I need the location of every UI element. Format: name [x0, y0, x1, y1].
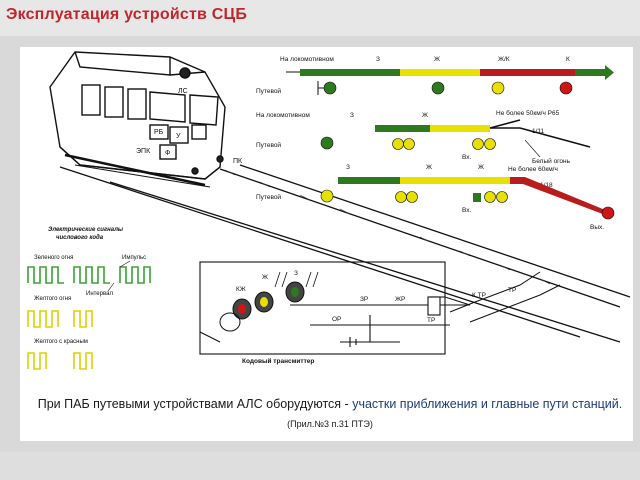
track-label-tr: ТР — [508, 287, 516, 294]
code-green-wave — [27, 266, 151, 284]
lamp-z-green — [291, 287, 299, 297]
circuit-frame — [199, 261, 446, 355]
code-signals: Электрические сигналы числового кода Зел… — [27, 227, 151, 370]
locomotive-labels: ЛС РБ ЭПК У Ф ПК — [136, 88, 243, 165]
row1-green-section — [300, 69, 400, 76]
caption-main: При ПАБ путевыми устройствами АЛС оборуд… — [37, 397, 353, 411]
code-interval-label: Интервал — [86, 291, 113, 297]
row1-code-zhk: Ж/К — [498, 56, 510, 63]
code-yellowred-wave — [27, 352, 93, 370]
row2-signal-green — [320, 136, 334, 150]
u-label: У — [176, 133, 181, 140]
code-yellowred-label: Желтого с красным — [34, 339, 88, 345]
caption-highlight: участки приближения и главные пути станц… — [352, 397, 623, 411]
row3-switch-mark: 1/18 — [540, 182, 553, 189]
row3-code-z: З — [346, 164, 350, 171]
circuit-labels: КЖ Ж З ЗР ЖР ОР ТР К ТР ТР Кодовый транс… — [236, 270, 516, 365]
row3-signal-yellow-a — [395, 191, 407, 203]
row2-white-light: Белый огонь — [532, 157, 571, 165]
code-green-label: Зеленого огня — [34, 255, 73, 261]
relay-label-zhr: ЖР — [395, 296, 405, 303]
epk-label: ЭПК — [136, 148, 151, 155]
row1-code-zh: Ж — [434, 56, 440, 63]
row2-signal-yellow-b — [403, 138, 415, 150]
row1-loco-label: На локомотивном — [280, 56, 334, 63]
row2-switch-mark: 1/11 — [532, 128, 545, 135]
row3-track-label: Путевой — [256, 193, 281, 201]
row1-signal-yellow — [491, 81, 505, 95]
row3-signal-red — [601, 206, 615, 220]
ls-label: ЛС — [178, 88, 188, 95]
row2-loco-label: На локомотивном — [256, 112, 310, 119]
code-title-1: Электрические сигналы — [48, 227, 124, 233]
caption: При ПАБ путевыми устройствами АЛС оборуд… — [32, 395, 628, 433]
f-label: Ф — [165, 150, 170, 157]
row1-arrow — [605, 65, 614, 80]
row1-code-z: З — [376, 56, 380, 63]
row3-code-zh2: Ж — [478, 164, 484, 171]
row2-speed-note: Не более 50км/ч Р65 — [496, 109, 560, 117]
row3-yellow-section — [400, 177, 510, 184]
row3-code-zh: Ж — [426, 164, 432, 171]
als-diagram: ЛС РБ ЭПК У Ф ПК На локомотивном Путевой… — [27, 51, 631, 370]
row2-yellow-section — [430, 125, 490, 132]
page-title: Эксплуатация устройств СЦБ — [6, 6, 248, 23]
rb-label: РБ — [154, 129, 164, 136]
lamp-label-kzh: КЖ — [236, 286, 246, 293]
row2-signal-yellow-c — [472, 138, 484, 150]
row2-green-section — [375, 125, 430, 132]
motor-coil — [219, 312, 241, 332]
footer-bar — [0, 452, 640, 480]
row3-speed-note: Не более 60км/ч — [508, 165, 558, 173]
row3-signal-green-square — [473, 193, 481, 202]
track-label-ktr: К ТР — [472, 292, 486, 299]
code-impulse-label: Импульс — [122, 255, 146, 261]
row3-signal-yellow — [320, 189, 334, 203]
transmitter-label: Кодовый трансмиттер — [242, 357, 314, 365]
row3-red-branch — [510, 177, 610, 216]
code-title-2: числового кода — [56, 235, 104, 241]
row3-green-section — [338, 177, 400, 184]
code-yellow-label: Желтого огня — [34, 296, 71, 302]
row1-red-section — [530, 69, 575, 76]
row3-exit: Вых. — [590, 224, 604, 231]
lamp-zh-yellow — [260, 297, 268, 307]
caption-ref: (Прил.№3 п.31 ПТЭ) — [287, 419, 373, 429]
row1-signal-green — [323, 81, 337, 95]
locomotive-drawing — [49, 51, 226, 188]
code-circuit — [199, 261, 561, 355]
relay-label-tr: ТР — [427, 317, 435, 324]
row1-code-k: К — [566, 56, 570, 63]
lamp-kzh-red — [238, 304, 246, 314]
row2-code-zh: Ж — [422, 112, 428, 119]
row2-entry: Вх. — [462, 154, 472, 161]
row3-entry: Вх. — [462, 207, 472, 214]
row1-signal-green2 — [431, 81, 445, 95]
lamp-label-zh: Ж — [262, 274, 268, 281]
header-bar: Эксплуатация устройств СЦБ — [0, 0, 640, 36]
lamp-label-z: З — [294, 270, 298, 277]
relay-label-or: ОР — [332, 316, 341, 323]
row2-track-label: Путевой — [256, 141, 281, 149]
row3-signal-yellow-c — [484, 191, 496, 203]
row1-yellow-section — [400, 69, 480, 76]
circuit-lamps — [219, 281, 305, 332]
row1-signal-red — [559, 81, 573, 95]
row3-signal-yellow-b — [406, 191, 418, 203]
row2-signal-yellow-a — [392, 138, 404, 150]
row1-green-end — [575, 69, 605, 76]
relay-label-zr: ЗР — [360, 296, 368, 303]
row1-yellowred-section — [480, 69, 530, 76]
row3-signal-yellow-d — [496, 191, 508, 203]
row2-signal-yellow-d — [484, 138, 496, 150]
code-yellow-wave — [27, 310, 93, 328]
pk-label: ПК — [233, 158, 243, 165]
row2-code-z: З — [350, 112, 354, 119]
signal-chart: На локомотивном Путевой З Ж Ж/К К На лок… — [256, 56, 615, 231]
row1-track-label: Путевой — [256, 87, 281, 95]
